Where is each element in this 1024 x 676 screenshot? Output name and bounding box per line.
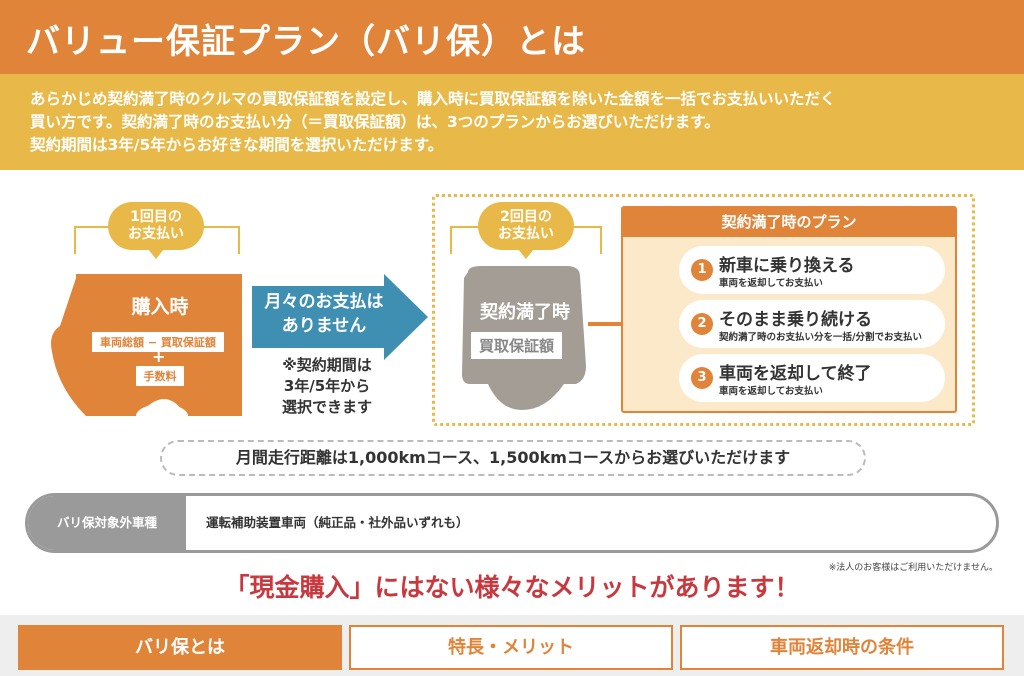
- note-line: 選択できます: [281, 398, 372, 416]
- plan-title: 新車に乗り換える: [719, 256, 855, 276]
- plan-number-badge: 3: [691, 367, 713, 389]
- section-tabs: バリ保とは 特長・メリット 車両返却時の条件: [0, 615, 1024, 676]
- intro-line: あらかじめ契約満了時のクルマの買取保証額を設定し、購入時に買取保証額を除いた金額…: [30, 90, 836, 108]
- intro-line: 契約期間は3年/5年からお好きな期間を選択いただけます。: [30, 136, 444, 154]
- expiry-title: 契約満了時: [480, 302, 570, 323]
- plan-number-badge: 1: [691, 259, 713, 281]
- second-payment-bubble-tail: [518, 249, 534, 259]
- corporate-note: ※法人のお客様はご利用いただけません。: [828, 563, 998, 573]
- first-payment-line: お支払い: [128, 226, 184, 242]
- no-monthly-arrow-icon: [252, 274, 428, 360]
- plan-item-2: 2 そのまま乗り続ける 契約満了時のお支払い分を一括/分割でお支払い: [679, 300, 945, 348]
- purchase-formula: 車両総額 − 買取保証額: [92, 332, 224, 352]
- contract-period-note: ※契約期間は 3年/5年から 選択できます: [262, 355, 392, 418]
- plan-diagram: 1回目の お支払い 購入時 車両総額 − 買取保証額 + 手数料 月々のお支払は…: [0, 170, 1024, 615]
- no-monthly-text: 月々のお支払は ありません: [256, 290, 392, 338]
- intro-text: あらかじめ契約満了時のクルマの買取保証額を設定し、購入時に買取保証額を除いた金額…: [0, 74, 1024, 170]
- plan-title: 車両を返却して終了: [719, 364, 872, 384]
- expiry-plan-panel: 契約満了時のプラン 1 新車に乗り換える 車両を返却してお支払い 2 そのまま乗…: [621, 206, 957, 413]
- note-line: ※契約期間は: [282, 356, 372, 374]
- mileage-course-note: 月間走行距離は1,000kmコース、1,500kmコースからお選びいただけます: [160, 440, 866, 476]
- plan-subtitle: 車両を返却してお支払い: [719, 278, 823, 289]
- excluded-vehicles-row: バリ保対象外車種 運転補助装置車両（純正品・社外品いずれも）: [25, 493, 999, 553]
- second-payment-line: お支払い: [498, 226, 554, 242]
- excluded-vehicles-value: 運転補助装置車両（純正品・社外品いずれも）: [206, 515, 469, 530]
- plan-item-3: 3 車両を返却して終了 車両を返却してお支払い: [679, 354, 945, 402]
- first-payment-bubble-tail: [148, 249, 164, 259]
- second-payment-bubble: 2回目の お支払い: [478, 202, 574, 250]
- arrow-text-line: 月々のお支払は: [264, 292, 384, 312]
- page-title: バリュー保証プラン（バリ保）とは: [0, 0, 1024, 74]
- guarantee-amount: 買取保証額: [471, 332, 563, 359]
- plus-sign: +: [152, 347, 166, 366]
- excluded-vehicles-label: バリ保対象外車種: [28, 496, 186, 550]
- purchase-title: 購入時: [131, 296, 189, 318]
- plan-subtitle: 契約満了時のお支払い分を一括/分割でお支払い: [719, 332, 922, 343]
- expiry-group: [432, 194, 975, 426]
- note-line: 3年/5年から: [283, 377, 371, 395]
- tab-about[interactable]: バリ保とは: [18, 625, 342, 670]
- tab-features[interactable]: 特長・メリット: [349, 625, 673, 670]
- plan-subtitle: 車両を返却してお支払い: [719, 386, 823, 397]
- intro-line: 買い方です。契約満了時のお支払い分（＝買取保証額）は、3つのプランからお選びいた…: [30, 113, 720, 131]
- tab-return-conditions[interactable]: 車両返却時の条件: [680, 625, 1004, 670]
- merit-headline: 「現金購入」にはない様々なメリットがあります！: [224, 573, 800, 602]
- plan-panel-title: 契約満了時のプラン: [623, 208, 955, 237]
- purchase-fee: 手数料: [136, 366, 184, 386]
- plan-title: そのまま乗り続ける: [719, 310, 872, 330]
- plan-item-1: 1 新車に乗り換える 車両を返却してお支払い: [679, 246, 945, 294]
- plan-number-badge: 2: [691, 313, 713, 335]
- first-payment-line: 1回目の: [130, 209, 182, 225]
- second-payment-line: 2回目の: [500, 209, 552, 225]
- first-payment-bubble: 1回目の お支払い: [108, 202, 204, 250]
- arrow-text-line: ありません: [281, 316, 367, 336]
